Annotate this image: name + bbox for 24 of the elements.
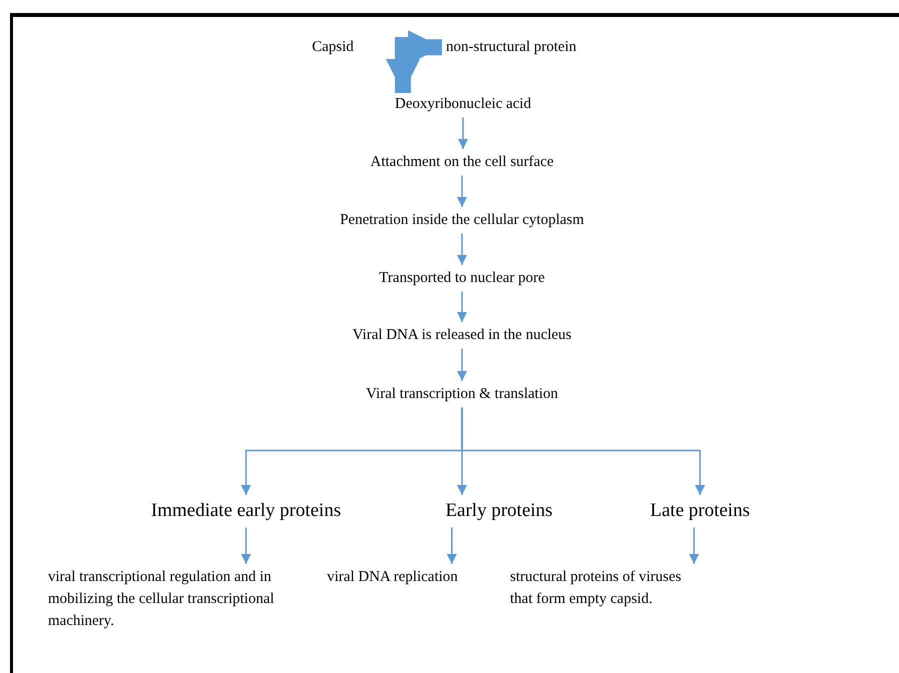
step-text: Late proteins (650, 497, 750, 526)
step-text: non-structural protein (446, 36, 576, 58)
text-label: Capsid (312, 38, 354, 57)
step-text: Immediate early proteins (151, 497, 341, 526)
arrow (457, 348, 467, 381)
step-text: Transported to nuclear pore (379, 267, 545, 290)
step-text: Viral DNA is released in the nucleus (352, 324, 572, 346)
arrow (458, 118, 468, 149)
arrow (241, 528, 251, 564)
step-text: structural proteins of viruses that form empty capsid. (510, 566, 700, 610)
arrow (446, 528, 457, 564)
arrow (689, 528, 699, 564)
step-text: Viral transcription & translation (366, 383, 558, 406)
arrow (457, 292, 467, 322)
arrow (461, 408, 705, 495)
arrow (457, 176, 467, 207)
arrow (457, 234, 467, 265)
step-text: Deoxyribonucleic acid (394, 93, 532, 116)
step-text: viral transcriptional regulation and in mobilizing the cellular transcriptional machinery. (48, 566, 280, 632)
step-text: viral DNA replication (327, 566, 458, 588)
step-text: Penetration inside the cellular cytoplasm (340, 209, 584, 232)
block-arrow (386, 37, 420, 93)
step-text: Attachment on the cell surface (370, 151, 554, 174)
step-text: Early proteins (445, 497, 553, 526)
